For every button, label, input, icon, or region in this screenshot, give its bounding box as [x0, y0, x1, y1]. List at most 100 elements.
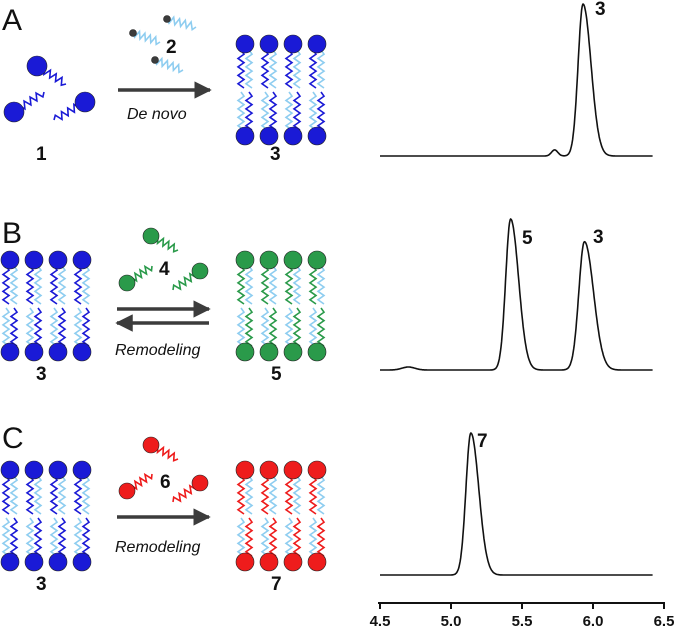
chromatogram-trace-c — [379, 432, 653, 576]
bilayer-3-c — [0, 460, 92, 572]
lipid-tail — [292, 517, 302, 557]
lipid-head — [48, 342, 68, 362]
lipid-tail — [308, 517, 318, 557]
lipid-4-a — [142, 227, 179, 253]
x-tick-label: 6.5 — [654, 613, 675, 628]
lipid-tail — [33, 265, 43, 305]
lipid-tail — [260, 475, 270, 515]
lipid-tail — [25, 307, 35, 347]
lipid-tail — [1, 265, 11, 305]
bilayer-3-a — [235, 34, 327, 146]
free-lipid-tail — [166, 15, 197, 31]
peak-label-a-3: 3 — [595, 0, 606, 20]
lipid-tail — [81, 517, 91, 557]
compound-label-5: 5 — [271, 364, 282, 385]
lipid-tail — [268, 517, 278, 557]
arrow-label-remodeling-b: Remodeling — [115, 342, 200, 359]
lipid-head — [307, 126, 327, 146]
peak-label-b-3: 3 — [593, 227, 604, 248]
chromatogram-trace-a — [379, 3, 653, 157]
lipid-tail — [268, 49, 278, 89]
compound-label-1: 1 — [36, 144, 47, 165]
lipid-tail — [244, 517, 254, 557]
lipid-1-b — [3, 91, 45, 123]
lipid-head — [72, 552, 92, 572]
lipid-4-c — [172, 262, 209, 291]
compound-label-6: 6 — [160, 472, 171, 493]
lipid-head — [259, 342, 279, 362]
lipid-tail — [284, 475, 294, 515]
lipid-tail — [33, 475, 43, 515]
free-lipid-head — [74, 91, 96, 113]
lipid-tail — [244, 475, 254, 515]
lipid-tail — [292, 91, 302, 131]
lipid-head — [259, 126, 279, 146]
lipid-1-c — [53, 91, 96, 121]
lipid-tail — [49, 307, 59, 347]
lipid-tail — [1, 517, 11, 557]
lipid-tail — [316, 91, 326, 131]
lipid-tail — [33, 307, 43, 347]
lipid-head — [307, 250, 327, 270]
free-lipid-head — [142, 436, 160, 454]
lipid-tail — [73, 517, 83, 557]
compound-label-2: 2 — [166, 37, 177, 58]
lipid-tail — [244, 91, 254, 131]
lipid-tail — [1, 307, 11, 347]
free-lipid-head — [191, 474, 209, 492]
lipid-tail — [308, 475, 318, 515]
lipid-tail — [284, 49, 294, 89]
lipid-head — [283, 460, 303, 480]
lipid-tail — [292, 307, 302, 347]
lipid-head — [259, 460, 279, 480]
lipid-head — [0, 552, 20, 572]
compound-label-3-b: 3 — [36, 364, 47, 385]
lipid-head — [0, 250, 20, 270]
lipid-tail — [260, 517, 270, 557]
lipid-tail — [81, 307, 91, 347]
lipid-head — [259, 250, 279, 270]
lipid-head — [72, 250, 92, 270]
lipid-6-b — [118, 472, 153, 500]
free-lipid-head — [118, 274, 136, 292]
lipid-head — [0, 342, 20, 362]
lipid-head — [24, 552, 44, 572]
lipid-1-a — [26, 55, 67, 87]
lipid-tail — [57, 517, 67, 557]
lipid-tail — [316, 265, 326, 305]
lipid-tail — [268, 91, 278, 131]
lipid-head — [307, 34, 327, 54]
lipid-tail — [308, 91, 318, 131]
lipid-head — [235, 34, 255, 54]
lipid-tail — [260, 91, 270, 131]
lipid-head — [259, 552, 279, 572]
lipid-head — [307, 460, 327, 480]
free-lipid-head — [26, 55, 48, 77]
lipid-tail — [81, 475, 91, 515]
lipid-tail — [316, 475, 326, 515]
lipid-head — [283, 126, 303, 146]
lipid-head — [283, 34, 303, 54]
lipid-head — [24, 460, 44, 480]
reaction-schemes — [0, 15, 327, 572]
lipid-head — [259, 34, 279, 54]
lipid-tail — [49, 475, 59, 515]
lipid-tail — [316, 517, 326, 557]
lipid-6-c — [172, 474, 209, 503]
chromatogram-traces — [379, 3, 653, 576]
lipid-tail — [260, 307, 270, 347]
peak-label-b-5: 5 — [522, 228, 533, 249]
lipid-tail — [316, 307, 326, 347]
lipid-tail — [308, 307, 318, 347]
lipid-tail — [292, 265, 302, 305]
lipid-tail — [236, 307, 246, 347]
free-lipid-tail — [132, 29, 161, 46]
free-lipid-head — [118, 482, 136, 500]
lipid-tail — [25, 265, 35, 305]
x-tick-label: 5.0 — [441, 613, 462, 628]
bilayer-5 — [235, 250, 327, 362]
bilayer-7 — [235, 460, 327, 572]
lipid-tail — [292, 475, 302, 515]
lipid-tail — [268, 475, 278, 515]
